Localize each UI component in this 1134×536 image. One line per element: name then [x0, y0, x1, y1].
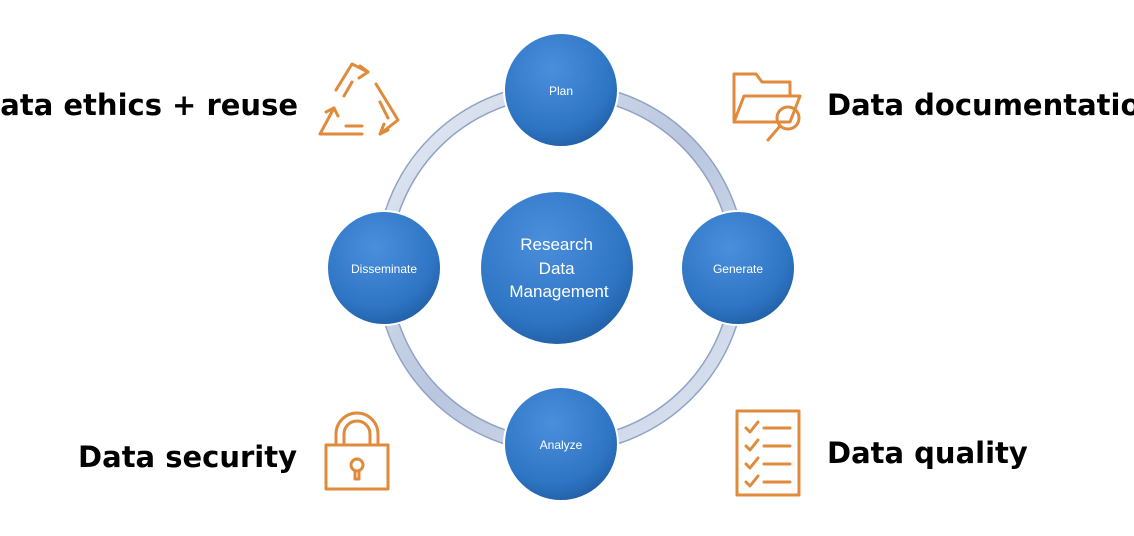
recycle-icon [318, 62, 400, 136]
checklist-icon [735, 409, 801, 497]
center-line-3: Management [509, 282, 609, 301]
center-line-1: Research [520, 235, 593, 254]
stage-node-analyze: Analyze [503, 386, 619, 502]
stage-node-disseminate: Disseminate [326, 210, 442, 326]
stage-node-plan: Plan [503, 32, 619, 148]
padlock-icon [324, 411, 390, 491]
stage-label-plan: Plan [549, 84, 573, 98]
stage-label-analyze: Analyze [540, 438, 583, 452]
center-line-2: Data [539, 259, 575, 278]
corner-label-security: Data security [78, 440, 297, 474]
corner-label-ethics: Data ethics + reuse [0, 88, 298, 122]
center-node: Research Data Management [479, 190, 635, 346]
corner-label-quality: Data quality [827, 436, 1028, 470]
stage-label-generate: Generate [713, 262, 763, 276]
stage-label-disseminate: Disseminate [351, 262, 417, 276]
corner-label-documentation: Data documentation [827, 88, 1134, 122]
folder-search-icon [732, 72, 802, 142]
svg-text:Research Data: Research Data Management [509, 235, 609, 301]
stage-node-generate: Generate [680, 210, 796, 326]
